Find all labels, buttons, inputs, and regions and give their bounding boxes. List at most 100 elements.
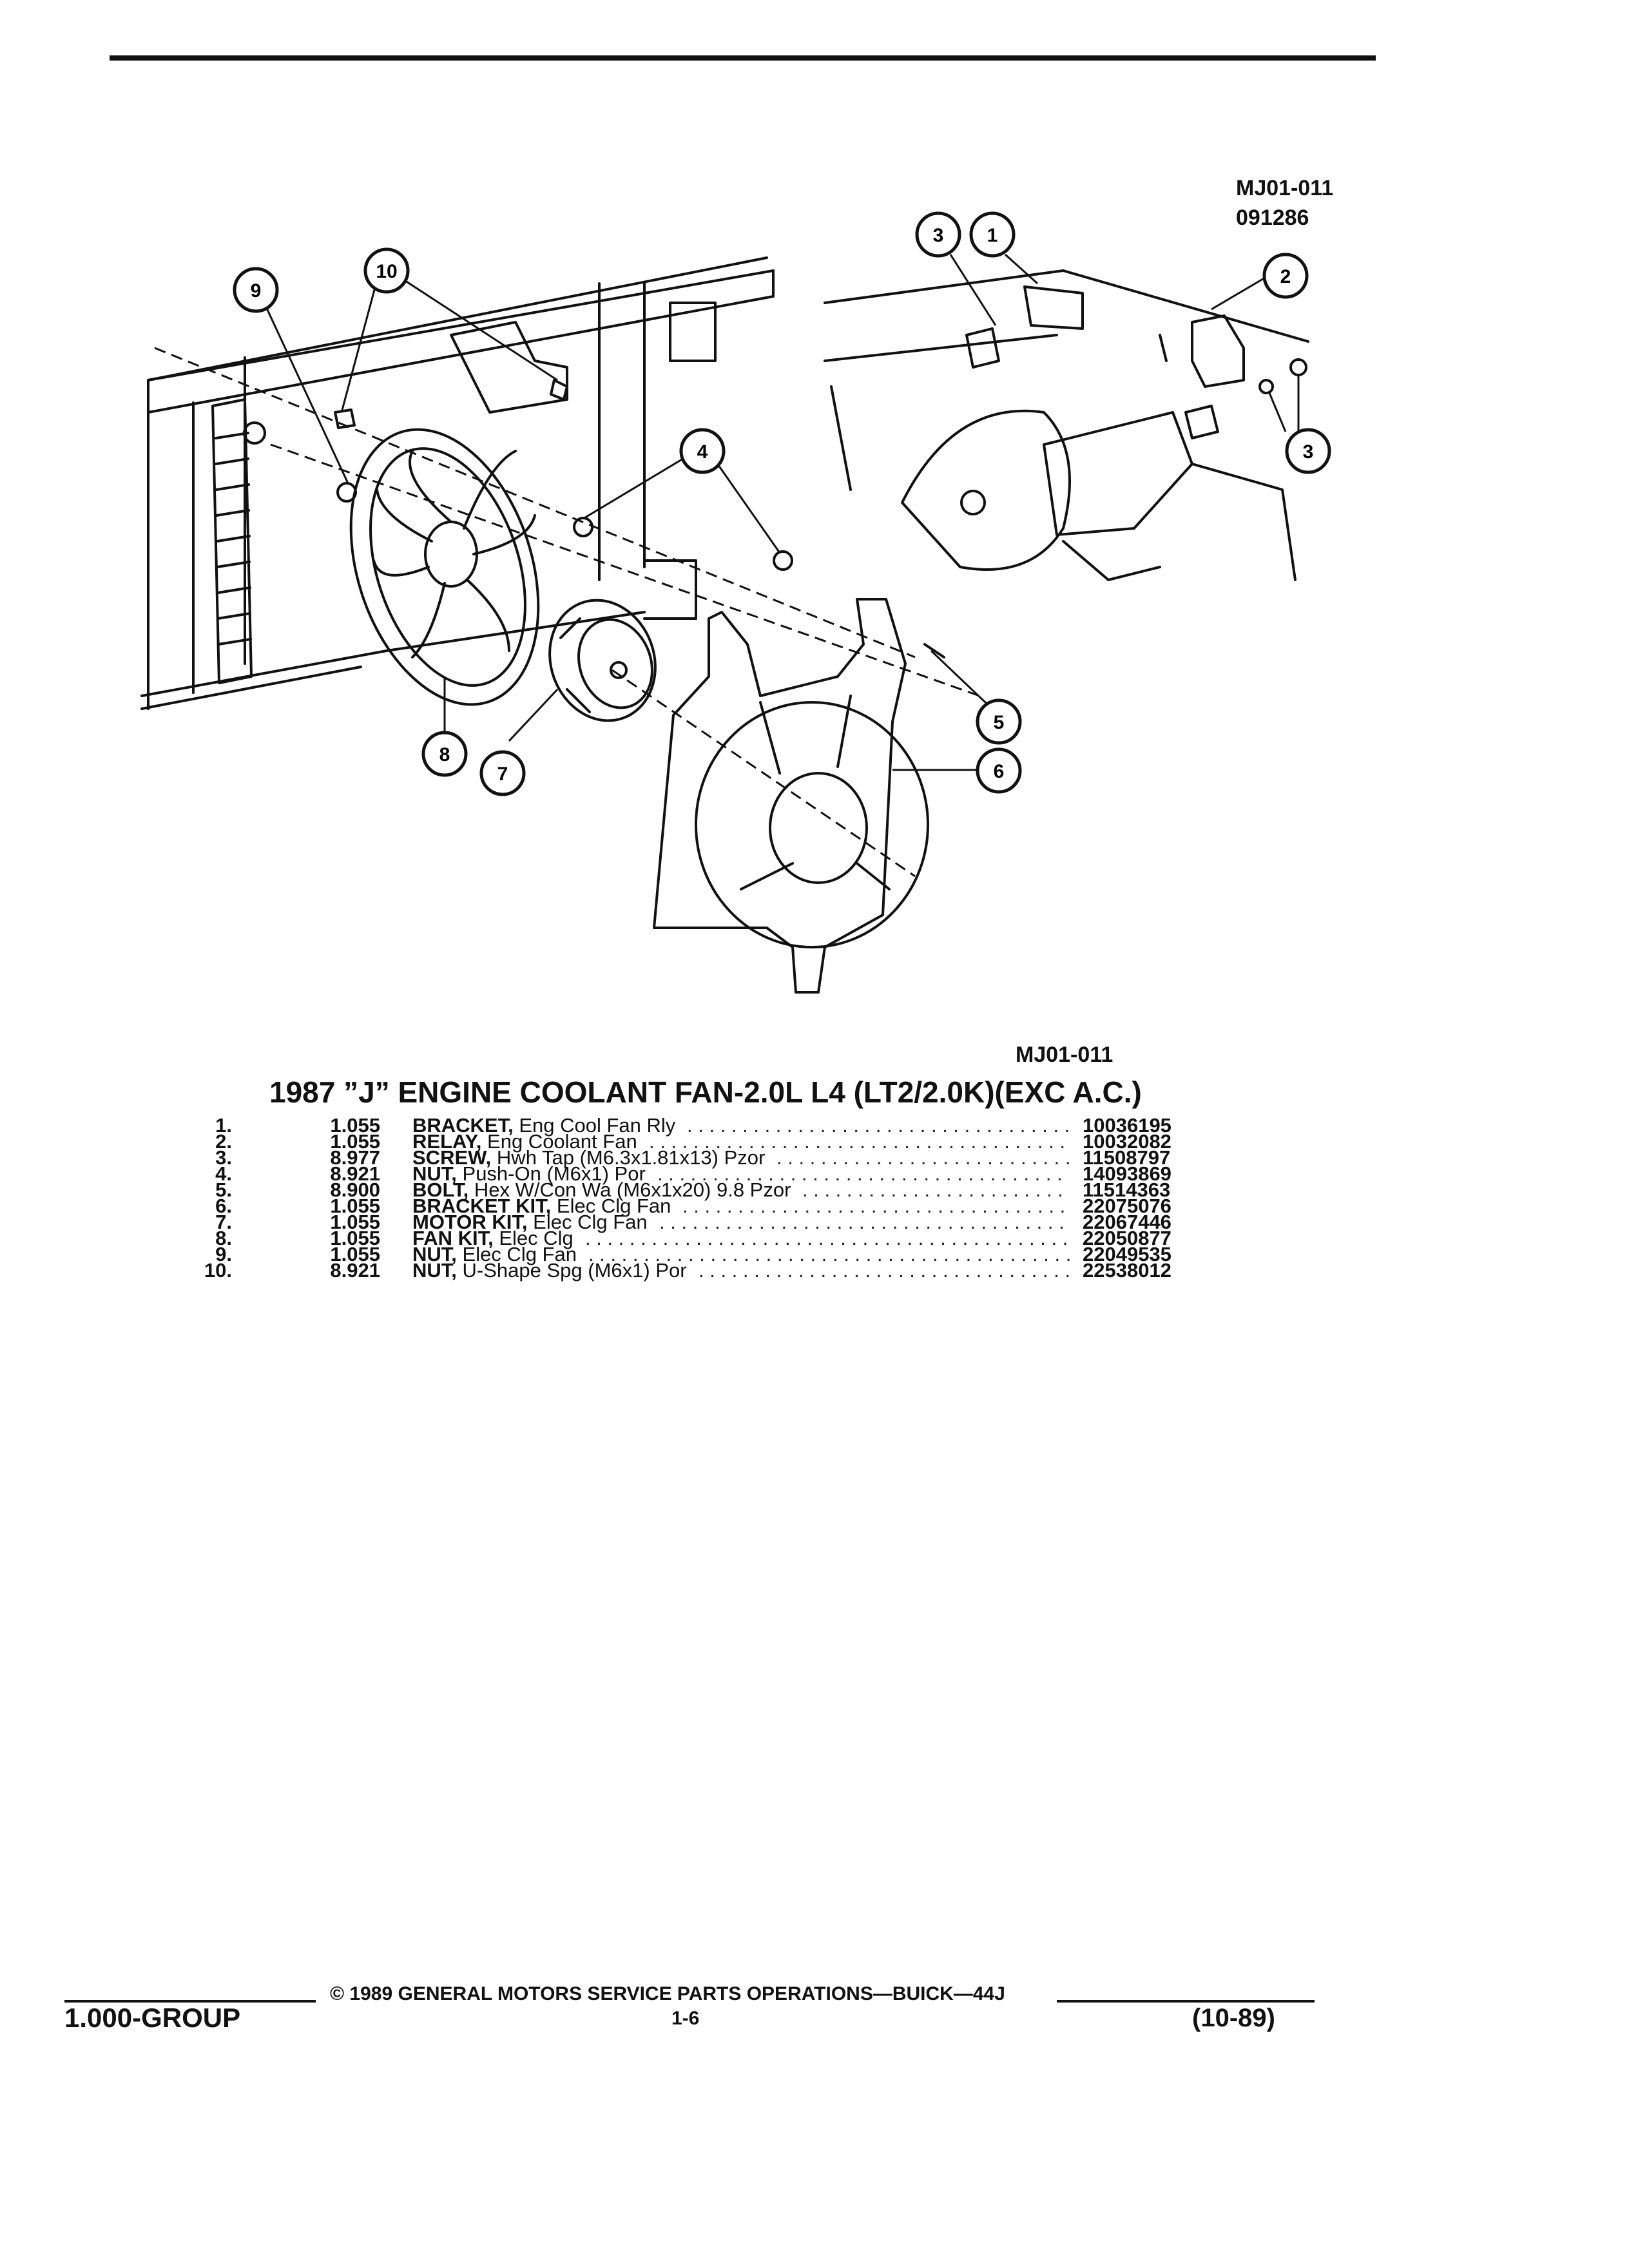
group-number: 8.900	[330, 1178, 380, 1201]
footer-date: (10-89)	[1192, 2004, 1275, 2032]
part-name: BRACKET,	[412, 1114, 514, 1137]
top-rule	[110, 55, 1376, 61]
dot-leader: . . . . . . . . . . . . . . . . . . . . …	[659, 1213, 1070, 1232]
part-number: 11508797	[1083, 1146, 1171, 1169]
item-number: 4.	[215, 1162, 232, 1185]
svg-text:6: 6	[994, 761, 1005, 782]
footer-rule-right	[1057, 2000, 1315, 2003]
figure-code-top: MJ01-011	[1236, 176, 1334, 200]
part-description: BRACKET KIT, Elec Clg Fan	[412, 1196, 671, 1216]
part-name: MOTOR KIT,	[412, 1211, 528, 1233]
group-number: 8.977	[330, 1146, 380, 1169]
callout-3-right: 3	[1285, 428, 1331, 474]
group-number: 1.055	[330, 1195, 380, 1217]
callout-5: 5	[976, 698, 1022, 745]
svg-text:7: 7	[497, 764, 508, 785]
part-number: 10036195	[1083, 1114, 1171, 1137]
group-number: 8.921	[330, 1162, 380, 1185]
part-description: BRACKET, Eng Cool Fan Rly	[412, 1114, 676, 1137]
dot-leader: . . . . . . . . . . . . . . . . . . . . …	[585, 1229, 1070, 1248]
callout-9: 9	[233, 267, 279, 313]
item-number: 10.	[204, 1259, 232, 1282]
item-number: 8.	[215, 1227, 232, 1249]
callout-3-left: 3	[915, 211, 961, 258]
part-detail: Elec Clg Fan	[462, 1243, 577, 1265]
callout-4: 4	[679, 428, 726, 474]
relay-bracket-drawing	[824, 269, 1309, 581]
part-number: 14093869	[1083, 1162, 1171, 1185]
dot-leader: . . . . . . . . . . . . . . . . . . . . …	[588, 1245, 1070, 1264]
part-name: NUT,	[412, 1162, 457, 1185]
dot-leader: . . . . . . . . . . . . . . . . . . . . …	[682, 1196, 1070, 1216]
part-number: 10032082	[1083, 1130, 1171, 1153]
item-number: 3.	[215, 1146, 232, 1169]
dot-leader: . . . . . . . . . . . . . . . . . . . . …	[699, 1261, 1070, 1280]
svg-text:5: 5	[994, 712, 1005, 733]
callout-8: 8	[421, 731, 468, 777]
part-description: SCREW, Hwh Tap (M6.3x1.81x13) Pzor	[412, 1148, 765, 1168]
fan-motor-drawing	[548, 599, 657, 722]
svg-text:8: 8	[439, 744, 450, 765]
item-number: 9.	[215, 1243, 232, 1265]
svg-text:1: 1	[987, 225, 998, 246]
part-name: SCREW,	[412, 1146, 492, 1169]
part-detail: Hwh Tap (M6.3x1.81x13) Pzor	[496, 1146, 766, 1169]
callout-6: 6	[976, 747, 1022, 794]
svg-text:4: 4	[697, 441, 708, 463]
part-detail: Elec Clg	[499, 1227, 574, 1249]
footer-page-number: 1-6	[671, 2008, 700, 2029]
exploded-view-diagram: 9 10 4 3 1 2 3 5	[140, 211, 1331, 994]
part-name: BRACKET KIT,	[412, 1195, 552, 1217]
svg-text:9: 9	[251, 280, 262, 302]
item-number: 6.	[215, 1195, 232, 1217]
part-detail: Eng Cool Fan Rly	[519, 1114, 676, 1137]
part-number: 22049535	[1083, 1243, 1171, 1265]
part-description: NUT, U-Shape Spg (M6x1) Por	[412, 1259, 687, 1282]
hardware-drawing	[334, 379, 945, 658]
part-detail: U-Shape Spg (M6x1) Por	[462, 1259, 687, 1282]
group-number: 1.055	[330, 1243, 380, 1265]
part-number: 22075076	[1083, 1195, 1171, 1217]
part-detail: Elec Clg Fan	[556, 1195, 671, 1217]
dot-leader: . . . . . . . . . . . . . . . . . . . . …	[802, 1180, 1070, 1200]
callout-10: 10	[363, 247, 410, 294]
item-number: 5.	[215, 1178, 232, 1201]
group-number: 1.055	[330, 1227, 380, 1249]
footer-group: 1.000-GROUP	[64, 2003, 241, 2033]
part-detail: Hex W/Con Wa (M6x1x20) 9.8 Pzor	[474, 1178, 791, 1201]
footer-rule-left	[64, 2000, 316, 2003]
part-number: 22050877	[1083, 1227, 1171, 1249]
part-name: NUT,	[412, 1243, 457, 1265]
group-number: 1.055	[330, 1211, 380, 1233]
item-number: 7.	[215, 1211, 232, 1233]
fan-shroud-drawing	[653, 598, 929, 994]
part-name: RELAY,	[412, 1130, 482, 1153]
dot-leader: . . . . . . . . . . . . . . . . . . . . …	[687, 1116, 1070, 1135]
dot-leader: . . . . . . . . . . . . . . . . . . . . …	[657, 1164, 1070, 1184]
svg-text:3: 3	[933, 225, 944, 246]
fan-blade-drawing	[349, 428, 540, 706]
part-description: NUT, Elec Clg Fan	[412, 1243, 577, 1265]
svg-text:10: 10	[376, 261, 397, 282]
part-detail: Elec Clg Fan	[533, 1211, 648, 1233]
part-description: NUT, Push-On (M6x1) Por	[412, 1164, 646, 1184]
part-description: RELAY, Eng Coolant Fan	[412, 1130, 637, 1153]
part-detail: Push-On (M6x1) Por	[462, 1162, 646, 1185]
part-description: MOTOR KIT, Elec Clg Fan	[412, 1211, 648, 1233]
svg-text:3: 3	[1303, 441, 1314, 463]
part-description: FAN KIT, Elec Clg	[412, 1227, 574, 1249]
dot-leader: . . . . . . . . . . . . . . . . . . . . …	[649, 1132, 1070, 1151]
part-name: FAN KIT,	[412, 1227, 494, 1249]
radiator-core-drawing	[211, 398, 266, 684]
dot-leader: . . . . . . . . . . . . . . . . . . . . …	[776, 1148, 1070, 1168]
center-lines	[154, 347, 980, 878]
leader-lines	[263, 253, 1300, 771]
group-number: 1.055	[330, 1130, 380, 1153]
part-name: BOLT,	[412, 1178, 469, 1201]
part-number: 22538012	[1083, 1259, 1171, 1282]
part-number: 11514363	[1083, 1178, 1171, 1201]
callout-1: 1	[969, 211, 1016, 258]
svg-text:2: 2	[1280, 266, 1291, 287]
item-number: 2.	[215, 1130, 232, 1153]
parts-list-title: 1987 ”J” ENGINE COOLANT FAN-2.0L L4 (LT2…	[269, 1075, 1142, 1109]
